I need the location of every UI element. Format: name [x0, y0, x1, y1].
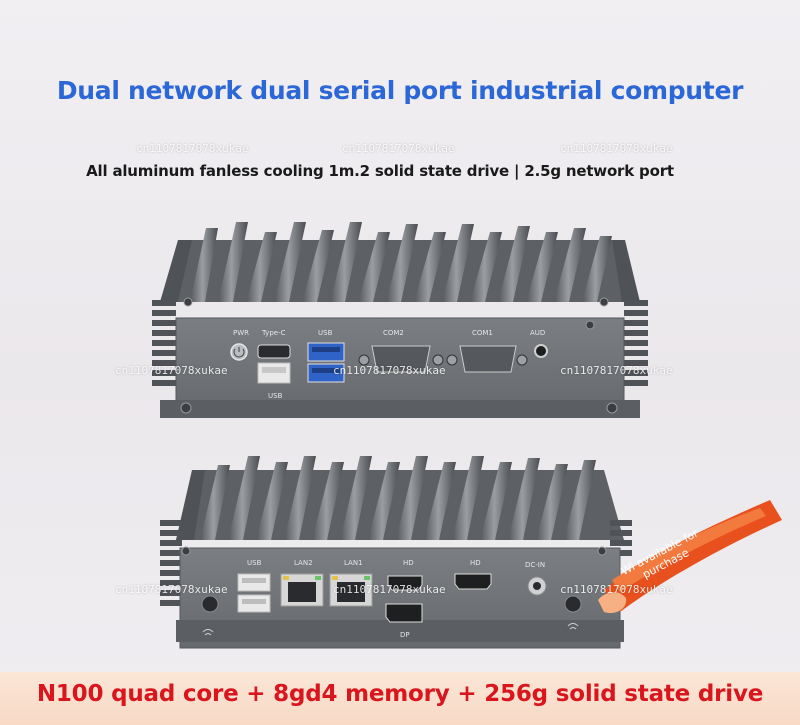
audio-jack-icon	[534, 344, 548, 358]
com2-port	[358, 345, 444, 373]
watermark: cn1107817078xukae	[342, 142, 455, 155]
label-dp: DP	[400, 631, 410, 639]
watermark: cn1107817078xukae	[115, 583, 228, 596]
headline: Dual network dual serial port industrial…	[56, 76, 744, 105]
label-typec: Type-C	[261, 329, 286, 337]
label-hd2: HD	[470, 559, 481, 567]
screw-icon	[599, 297, 609, 307]
label-dcin: DC-IN	[525, 561, 545, 569]
hdmi-port-1	[387, 575, 423, 591]
watermark: cn1107817078xukae	[560, 583, 673, 596]
label-usb: USB	[247, 559, 262, 567]
screw-icon	[597, 546, 607, 556]
screw-icon	[606, 402, 618, 414]
com1-port	[446, 345, 528, 373]
top-port-labels: PWR Type-C USB COM2 COM1 AUD USB	[233, 329, 545, 400]
typec-port	[257, 344, 291, 359]
label-aud: AUD	[530, 329, 545, 337]
watermark: cn1107817078xukae	[560, 142, 673, 155]
screw-icon	[564, 595, 582, 613]
screw-icon	[181, 546, 191, 556]
subheadline: All aluminum fanless cooling 1m.2 solid …	[86, 162, 674, 180]
promo-brush-stroke	[598, 500, 782, 614]
label-lan2: LAN2	[294, 559, 313, 567]
screw-icon	[180, 402, 192, 414]
watermark: cn1107817078xukae	[115, 364, 228, 377]
watermark: cn1107817078xukae	[560, 364, 673, 377]
label-pwr: PWR	[233, 329, 249, 337]
wifi-icon	[567, 623, 579, 630]
screw-icon	[183, 297, 193, 307]
screw-icon	[201, 595, 219, 613]
label-com1: COM1	[472, 329, 493, 337]
top-side-ribs	[152, 300, 648, 386]
label-lan1: LAN1	[344, 559, 363, 567]
spec-text: N100 quad core + 8gd4 memory + 256g soli…	[36, 681, 764, 707]
top-heatsink-fins	[160, 222, 640, 302]
watermark: cn1107817078xukae	[333, 583, 446, 596]
watermark: cn1107817078xukae	[333, 364, 446, 377]
spec-banner	[0, 672, 800, 725]
label-usb-top: USB	[318, 329, 333, 337]
bottom-port-labels: USB LAN2 LAN1 HD HD DC-IN DP	[247, 559, 545, 639]
label-usb-bottom: USB	[268, 392, 283, 400]
hdmi-port-2	[454, 573, 492, 590]
bottom-heatsink-fins	[176, 456, 624, 540]
label-hd1: HD	[403, 559, 414, 567]
wifi-icon	[202, 629, 214, 636]
bottom-side-ribs	[160, 520, 632, 606]
label-com2: COM2	[383, 329, 404, 337]
bottom-unit: USB LAN2 LAN1 HD HD DC-IN DP	[160, 456, 632, 649]
displayport	[385, 603, 423, 623]
screw-icon	[585, 320, 595, 330]
watermark: cn1107817078xukae	[136, 142, 249, 155]
top-unit: PWR Type-C USB COM2 COM1 AUD USB	[152, 222, 648, 418]
